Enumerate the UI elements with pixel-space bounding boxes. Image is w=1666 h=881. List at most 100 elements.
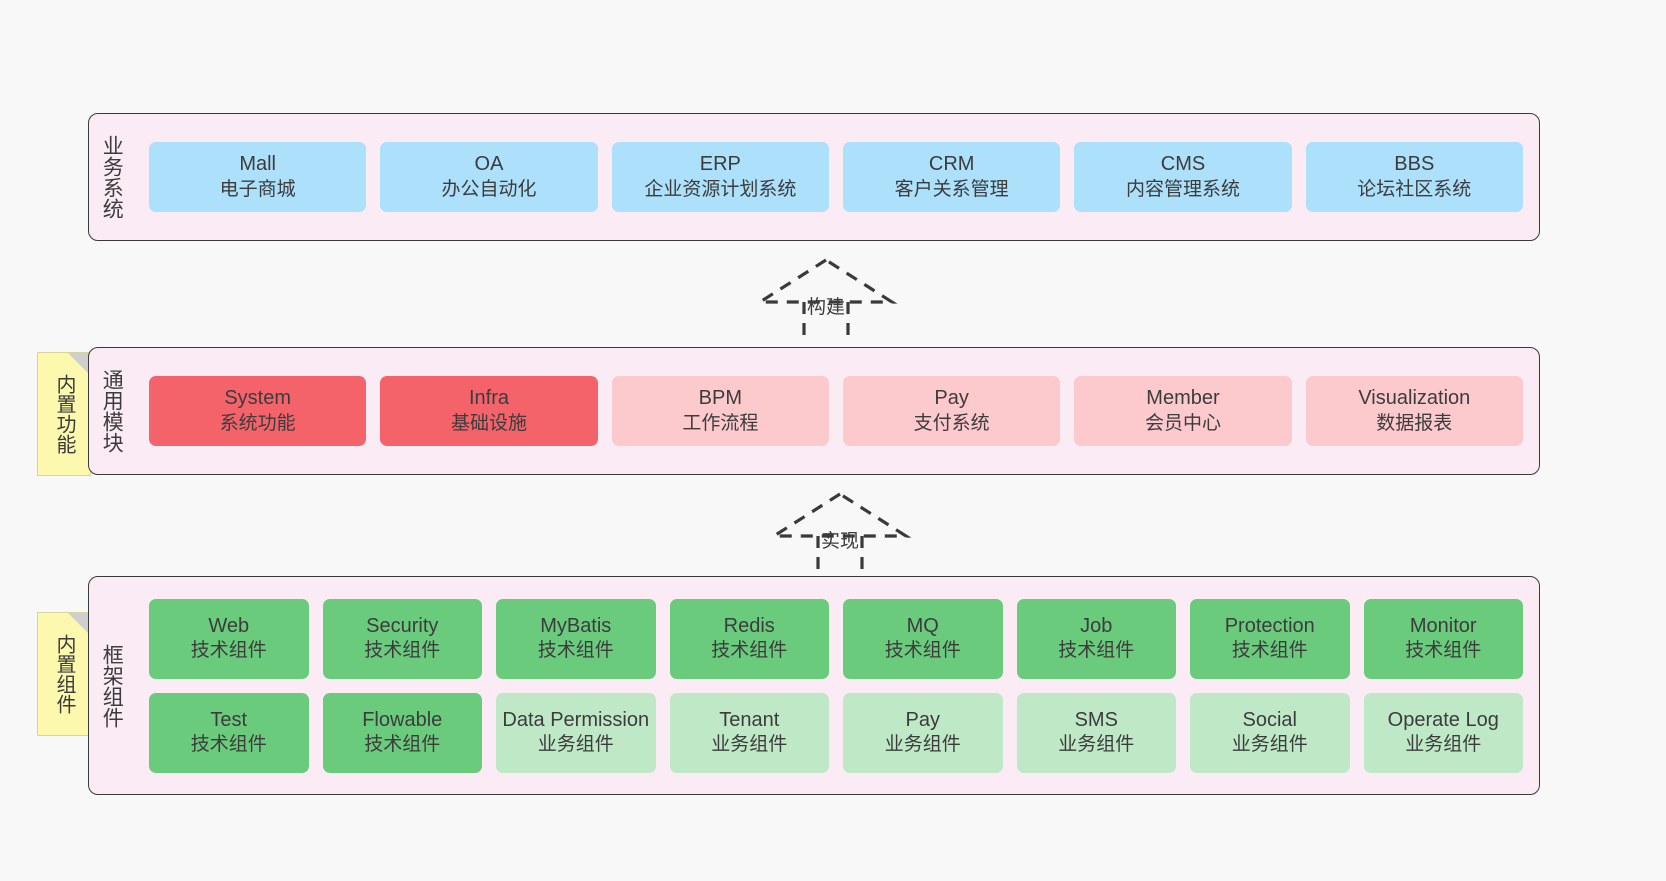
card-protection[interactable]: Protection 技术组件 [1190, 598, 1350, 679]
card-subtitle: 技术组件 [190, 640, 267, 662]
card-title: Social [1242, 708, 1297, 731]
card-title: CRM [928, 153, 975, 176]
layer-body-business-system: Mall 电子商城 OA 办公自动化 ERP 企业资源计划系统 CRM 客户关系… [133, 114, 1539, 240]
card-subtitle: 业务组件 [884, 734, 961, 756]
card-monitor[interactable]: Monitor 技术组件 [1363, 598, 1523, 679]
card-row: Mall 电子商城 OA 办公自动化 ERP 企业资源计划系统 CRM 客户关系… [149, 142, 1523, 212]
note-label: 内置组件 [53, 634, 75, 714]
card-subtitle: 技术组件 [190, 734, 267, 756]
card-subtitle: 业务组件 [1231, 734, 1308, 756]
card-title: Visualization [1358, 387, 1471, 410]
card-title: Pay [934, 387, 969, 410]
card-web[interactable]: Web 技术组件 [149, 598, 309, 679]
card-title: OA [474, 153, 504, 176]
card-system[interactable]: System 系统功能 [149, 376, 367, 446]
card-title: MyBatis [540, 614, 612, 637]
card-pay-business[interactable]: Pay 业务组件 [843, 692, 1003, 773]
card-subtitle: 内容管理系统 [1125, 178, 1240, 200]
card-crm[interactable]: CRM 客户关系管理 [842, 142, 1061, 212]
card-flowable[interactable]: Flowable 技术组件 [322, 692, 482, 773]
card-job[interactable]: Job 技术组件 [1016, 598, 1176, 679]
card-security[interactable]: Security 技术组件 [322, 598, 482, 679]
card-subtitle: 业务组件 [1058, 734, 1135, 756]
card-title: Flowable [362, 708, 443, 731]
card-pay[interactable]: Pay 支付系统 [842, 376, 1061, 446]
layer-title-framework-components: 框架组件 [100, 643, 124, 728]
card-subtitle: 论坛社区系统 [1357, 178, 1472, 200]
card-data-permission[interactable]: Data Permission 业务组件 [496, 692, 656, 773]
card-redis[interactable]: Redis 技术组件 [669, 598, 829, 679]
note-builtin-functions: 内置功能 [37, 352, 91, 476]
card-visualization[interactable]: Visualization 数据报表 [1305, 376, 1523, 446]
arrow-shaft [816, 536, 864, 578]
card-title: Member [1146, 387, 1220, 410]
connector-build-arrow: 构建 [746, 254, 906, 344]
card-title: Mall [239, 153, 276, 176]
card-subtitle: 电子商城 [219, 178, 296, 200]
card-title: Data Permission [502, 708, 650, 731]
card-oa[interactable]: OA 办公自动化 [380, 142, 598, 212]
note-builtin-components: 内置组件 [37, 612, 91, 736]
card-subtitle: 技术组件 [1058, 640, 1135, 662]
card-title: MQ [906, 614, 939, 637]
card-subtitle: 技术组件 [711, 640, 788, 662]
card-erp[interactable]: ERP 企业资源计划系统 [611, 142, 829, 212]
layer-common-modules: 通用模块 System 系统功能 Infra 基础设施 BPM 工作流程 Pay… [88, 347, 1540, 475]
note-label: 内置功能 [53, 374, 75, 454]
card-subtitle: 客户关系管理 [894, 178, 1009, 200]
card-subtitle: 业务组件 [711, 734, 788, 756]
layer-body-framework-components: Web 技术组件 Security 技术组件 MyBatis 技术组件 Redi… [133, 577, 1539, 794]
card-member[interactable]: Member 会员中心 [1074, 376, 1292, 446]
connector-realize-label: 实现 [820, 531, 860, 552]
card-tenant[interactable]: Tenant 业务组件 [669, 692, 829, 773]
card-subtitle: 技术组件 [1405, 640, 1482, 662]
card-cms[interactable]: CMS 内容管理系统 [1074, 142, 1292, 212]
card-subtitle: 支付系统 [913, 412, 990, 434]
card-title: SMS [1074, 708, 1118, 731]
card-mq[interactable]: MQ 技术组件 [843, 598, 1003, 679]
arrow-shaft [802, 302, 850, 344]
card-subtitle: 业务组件 [537, 734, 614, 756]
card-operate-log[interactable]: Operate Log 业务组件 [1363, 692, 1523, 773]
card-title: Operate Log [1387, 708, 1499, 731]
card-title: Infra [468, 387, 509, 410]
card-title: Monitor [1409, 614, 1477, 637]
layer-body-common-modules: System 系统功能 Infra 基础设施 BPM 工作流程 Pay 支付系统… [133, 348, 1539, 474]
card-subtitle: 企业资源计划系统 [644, 178, 797, 200]
card-subtitle: 技术组件 [884, 640, 961, 662]
card-title: Web [208, 614, 250, 637]
card-subtitle: 技术组件 [364, 640, 441, 662]
card-title: Tenant [719, 708, 780, 731]
card-title: Security [366, 614, 439, 637]
card-test[interactable]: Test 技术组件 [149, 692, 309, 773]
card-title: BPM [698, 387, 742, 410]
card-bbs[interactable]: BBS 论坛社区系统 [1305, 142, 1523, 212]
layer-framework-components: 框架组件 Web 技术组件 Security 技术组件 MyBatis 技术组件… [88, 576, 1540, 795]
card-subtitle: 业务组件 [1405, 734, 1482, 756]
card-sms[interactable]: SMS 业务组件 [1016, 692, 1176, 773]
card-title: Job [1080, 614, 1113, 637]
card-title: BBS [1394, 153, 1435, 176]
card-mybatis[interactable]: MyBatis 技术组件 [496, 598, 656, 679]
card-title: System [224, 387, 291, 410]
card-infra[interactable]: Infra 基础设施 [380, 376, 598, 446]
card-title: CMS [1160, 153, 1206, 176]
layer-title-common-modules: 通用模块 [100, 369, 124, 453]
card-title: Protection [1224, 614, 1315, 637]
card-subtitle: 基础设施 [450, 412, 527, 434]
card-subtitle: 技术组件 [537, 640, 614, 662]
card-subtitle: 会员中心 [1144, 412, 1221, 434]
card-row-business: Test 技术组件 Flowable 技术组件 Data Permission … [149, 692, 1523, 773]
card-bpm[interactable]: BPM 工作流程 [611, 376, 829, 446]
card-row: System 系统功能 Infra 基础设施 BPM 工作流程 Pay 支付系统… [149, 376, 1523, 446]
card-row-technical: Web 技术组件 Security 技术组件 MyBatis 技术组件 Redi… [149, 598, 1523, 679]
card-social[interactable]: Social 业务组件 [1190, 692, 1350, 773]
card-subtitle: 系统功能 [219, 412, 296, 434]
card-subtitle: 技术组件 [1231, 640, 1308, 662]
card-subtitle: 数据报表 [1376, 412, 1453, 434]
card-subtitle: 办公自动化 [441, 178, 537, 200]
card-mall[interactable]: Mall 电子商城 [149, 142, 367, 212]
card-title: Pay [905, 708, 940, 731]
connector-build-label: 构建 [806, 297, 846, 318]
